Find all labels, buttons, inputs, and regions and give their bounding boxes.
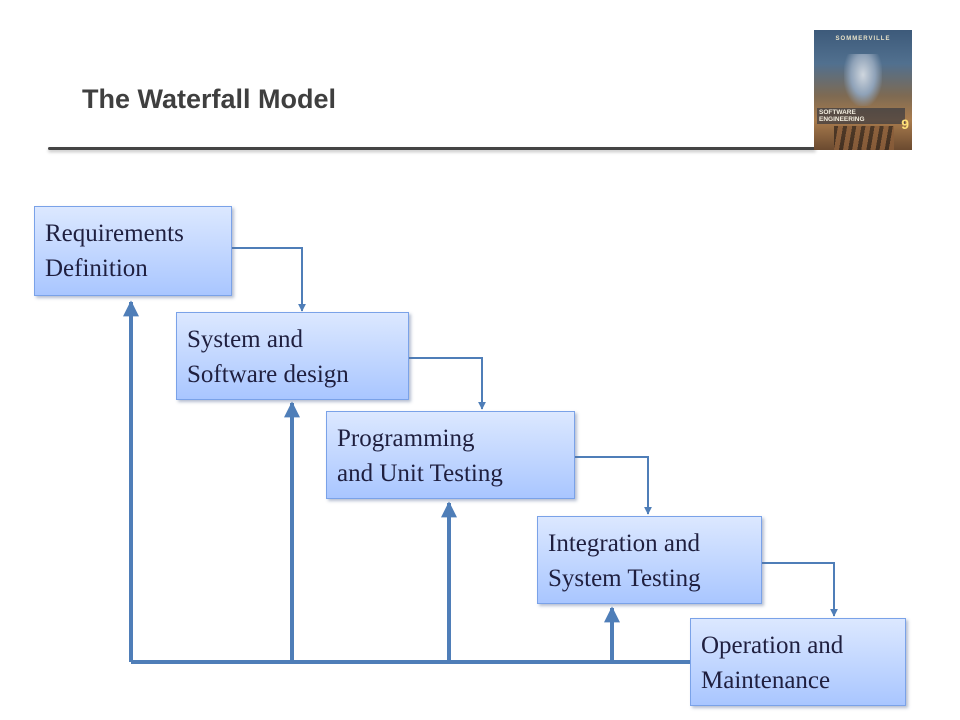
phase-label-line2: Software design [187, 361, 349, 388]
phase-label-line2: and Unit Testing [337, 460, 503, 487]
book-cover-author: SOMMERVILLE [835, 36, 891, 42]
connector-design-to-programming [409, 357, 486, 410]
phase-label-line2: Definition [45, 255, 148, 282]
phase-requirements-definition: Requirements Definition [34, 206, 232, 296]
book-cover-structure [834, 126, 894, 150]
connector-requirements-to-design [232, 247, 306, 312]
phase-label-line2: Maintenance [701, 667, 831, 694]
book-cover-image: SOMMERVILLE SOFTWARE ENGINEERING 9 [814, 30, 912, 150]
book-cover-edition: 9 [901, 116, 909, 132]
connector-programming-to-integration [575, 456, 652, 515]
phase-integration-system-testing: Integration and System Testing [537, 516, 762, 604]
book-cover-artwork [844, 54, 882, 106]
phase-programming-unit-testing: Programming and Unit Testing [326, 411, 575, 499]
slide-title: The Waterfall Model [82, 84, 337, 114]
phase-label-line1: System and [187, 326, 303, 353]
phase-system-software-design: System and Software design [176, 312, 409, 400]
title-divider [48, 147, 816, 150]
book-cover-title: SOFTWARE ENGINEERING [817, 108, 905, 124]
phase-label-line1: Integration and [548, 530, 701, 557]
connector-integration-to-operation [762, 562, 838, 617]
phase-label-line1: Operation and [701, 632, 844, 659]
phase-label-line1: Requirements [45, 220, 184, 247]
phase-operation-maintenance: Operation and Maintenance [690, 618, 906, 706]
phase-label-line2: System Testing [548, 565, 701, 592]
phase-label-line1: Programming [337, 425, 475, 452]
